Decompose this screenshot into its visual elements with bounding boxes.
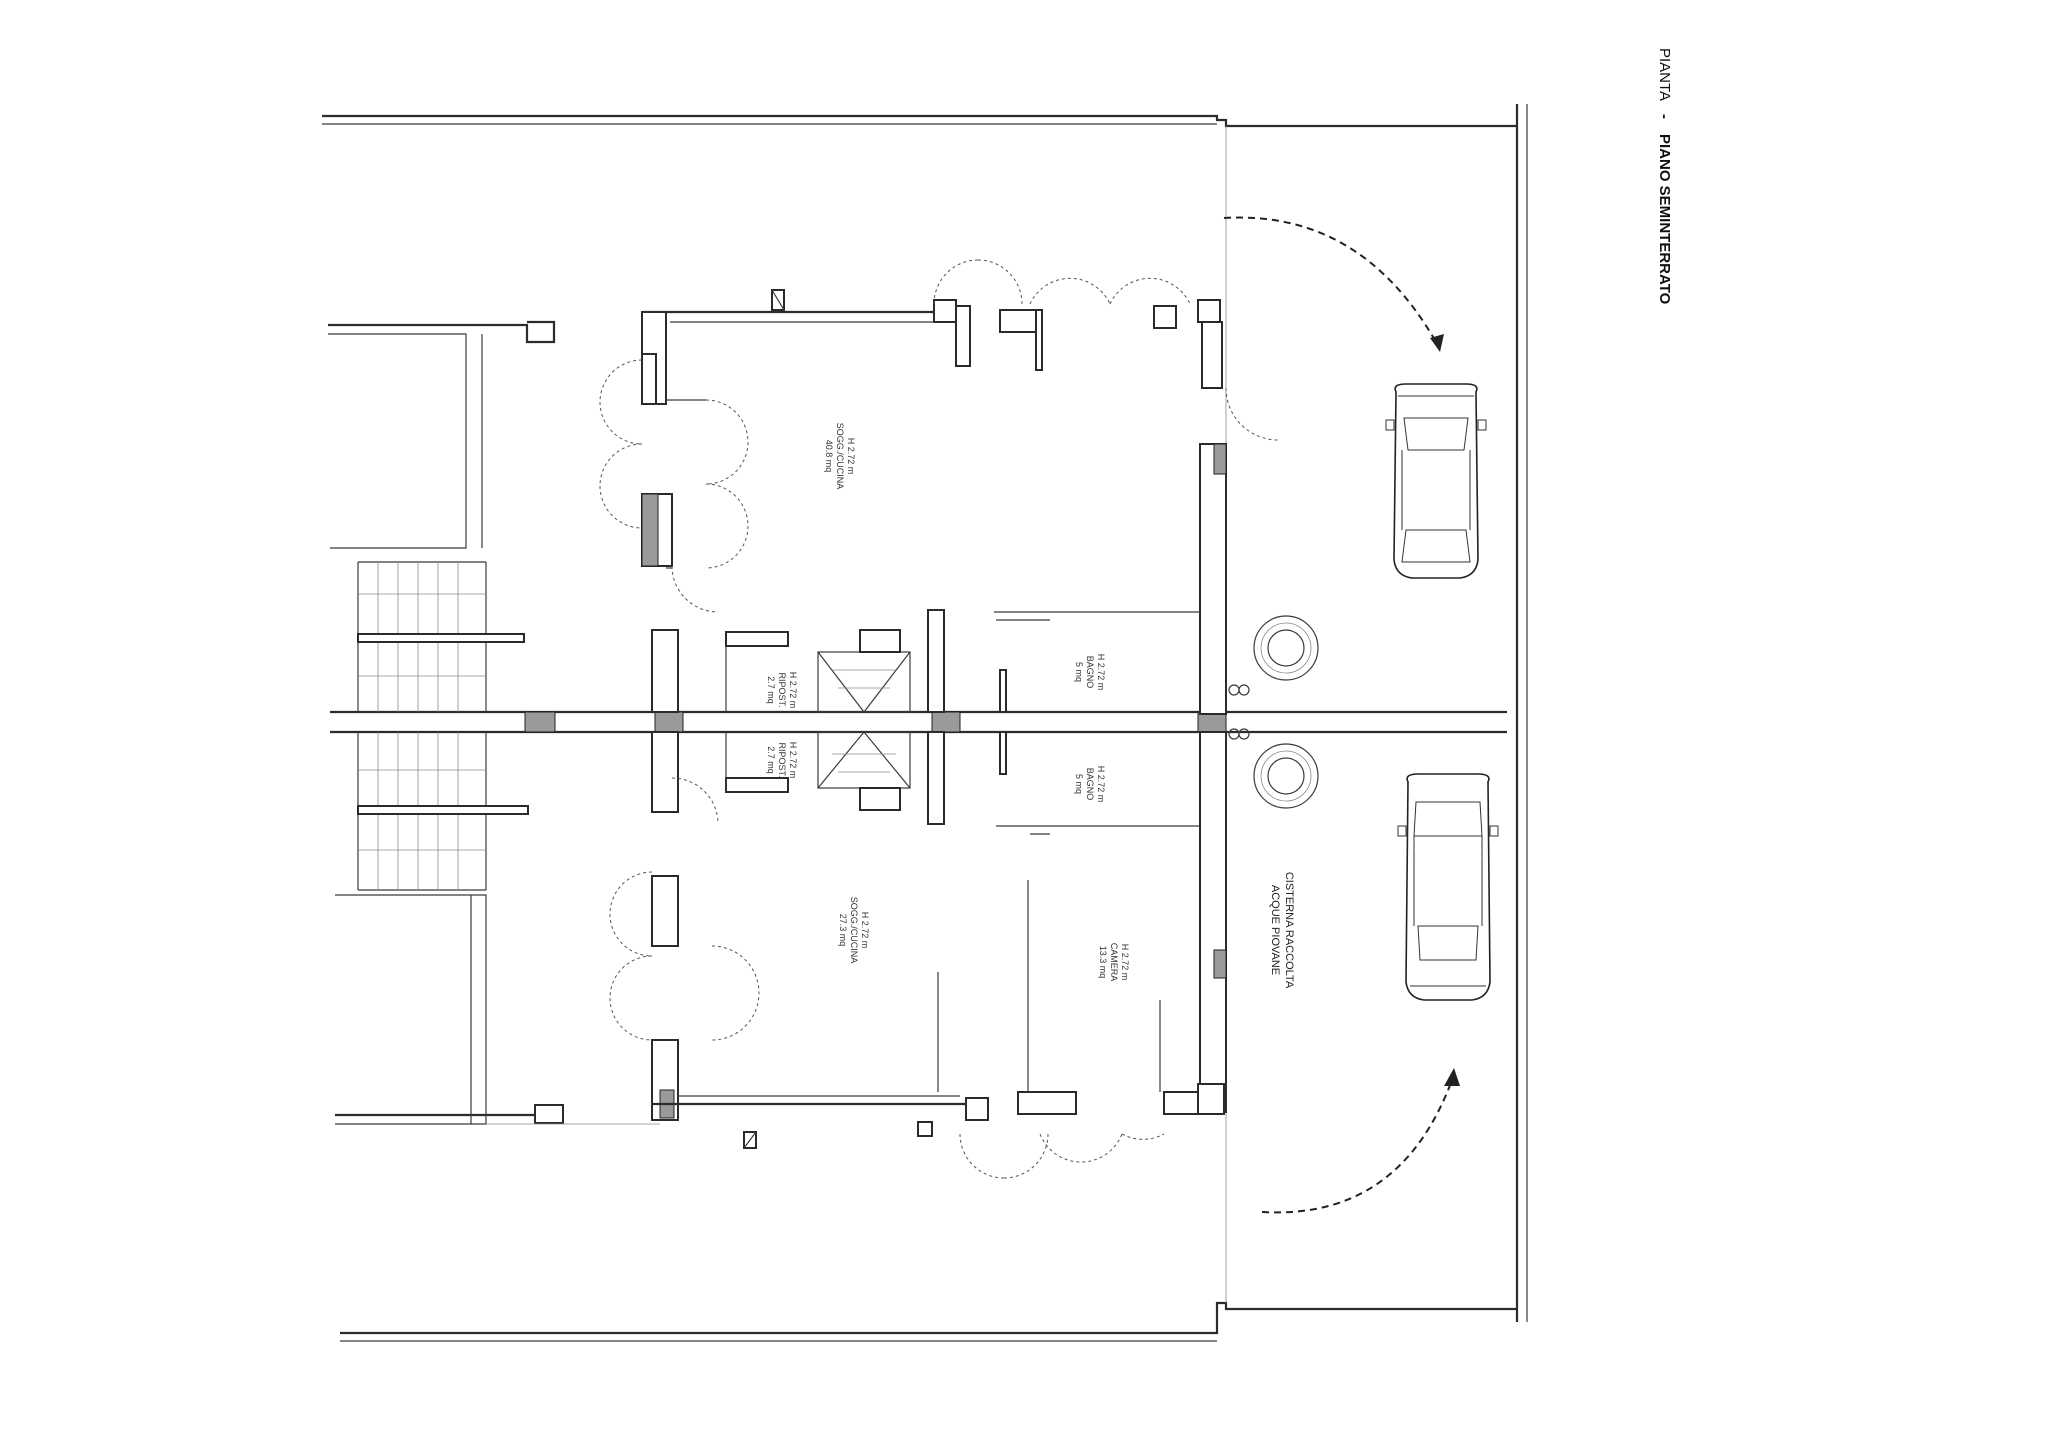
room-area: 2.7 mq <box>766 676 776 704</box>
room-area: 40.8 mq <box>824 440 834 473</box>
cistern-tanks <box>1228 615 1319 809</box>
upper-unit-walls <box>641 289 1227 715</box>
title-separator: - <box>1656 114 1673 119</box>
room-area: 5 mq <box>1074 774 1084 794</box>
room-label-ripost-lower: H 2.72 m RIPOST. 2.7 mq <box>766 742 798 779</box>
room-label-camera: H 2.72 m CAMERA 13.3 mq <box>1098 943 1130 982</box>
party-wall <box>330 710 1507 734</box>
plan-title: PIANTA - PIANO SEMINTERRATO <box>1656 48 1673 305</box>
room-height: H 2.72 m <box>1096 654 1106 691</box>
room-area: 27.3 mq <box>838 914 848 947</box>
room-label-sogg-cucina-upper: H 2.72 m SOGG./CUCINA 40.8 mq <box>824 423 856 490</box>
room-name: BAGNO <box>1085 768 1095 801</box>
room-name: BAGNO <box>1085 656 1095 689</box>
room-height: H 2.72 m <box>788 672 798 709</box>
room-label-ripost-upper: H 2.72 m RIPOST. 2.7 mq <box>766 672 798 709</box>
room-area: 2.7 mq <box>766 746 776 774</box>
room-height: H 2.72 m <box>860 912 870 949</box>
room-name: CAMERA <box>1109 943 1119 982</box>
room-area: 13.3 mq <box>1098 946 1108 979</box>
cistern-line2: ACQUE PIOVANE <box>1269 885 1281 975</box>
door-swings <box>599 259 1279 1179</box>
room-name: RIPOST. <box>777 742 787 777</box>
internal-stair <box>817 629 911 811</box>
title-name: PIANO SEMINTERRATO <box>1656 134 1673 305</box>
room-name: SOGG./CUCINA <box>849 897 859 964</box>
room-height: H 2.72 m <box>1120 944 1130 981</box>
left-external-area <box>328 320 660 1125</box>
room-height: H 2.72 m <box>846 438 856 475</box>
room-label-bagno-upper: H 2.72 m BAGNO 5 mq <box>1074 654 1106 691</box>
external-stairs <box>357 561 529 891</box>
room-name: SOGG./CUCINA <box>835 423 845 490</box>
title-prefix: PIANTA <box>1656 48 1673 101</box>
cistern-label: CISTERNA RACCOLTA ACQUE PIOVANE <box>1269 872 1295 989</box>
room-height: H 2.72 m <box>1096 766 1106 803</box>
room-name: RIPOST. <box>777 672 787 707</box>
car-top <box>1385 383 1487 579</box>
lower-unit-walls <box>651 731 1227 1149</box>
room-height: H 2.72 m <box>788 742 798 779</box>
entrance-arrow-bottom <box>1261 1068 1460 1214</box>
car-bottom <box>1397 773 1499 1001</box>
room-area: 5 mq <box>1074 662 1084 682</box>
room-label-sogg-cucina-lower: H 2.72 m SOGG./CUCINA 27.3 mq <box>838 897 870 964</box>
entrance-arrow-top <box>1223 216 1444 352</box>
site-boundary <box>322 104 1528 1342</box>
room-label-bagno-lower: H 2.72 m BAGNO 5 mq <box>1074 766 1106 803</box>
cistern-line1: CISTERNA RACCOLTA <box>1283 872 1295 989</box>
